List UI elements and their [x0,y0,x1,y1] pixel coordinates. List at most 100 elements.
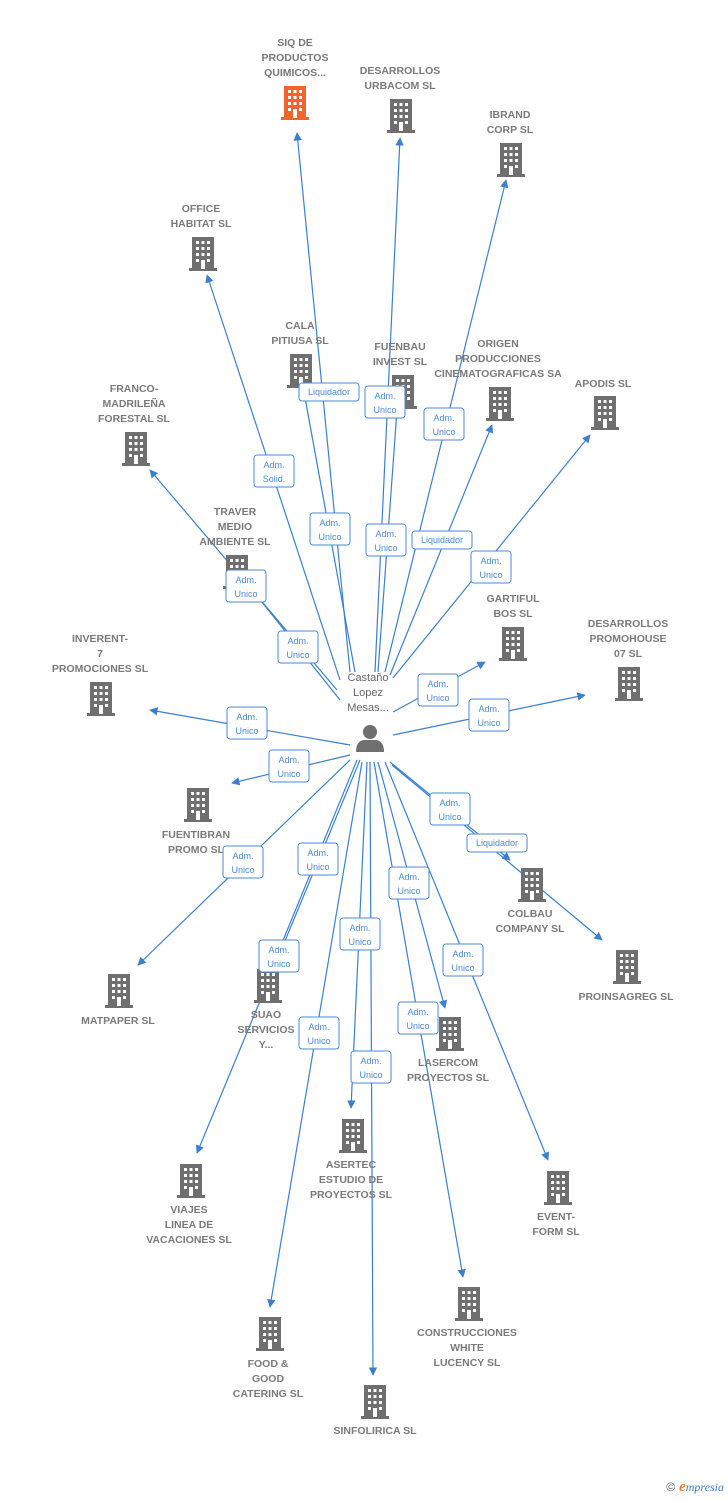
copyright-symbol: © [666,1480,676,1494]
role-box [466,833,528,853]
building-icon [87,682,115,716]
role-text-line: Unico [286,650,309,660]
role-text: Liquidador [476,838,518,848]
role-text: Adm. Unico [234,575,257,599]
role-label-viajes: Adm.Unico [297,842,339,876]
role-box [350,1050,392,1084]
role-box [298,1016,340,1050]
brand-initial: e [679,1479,686,1495]
company-label-line: LINEA DE [165,1219,214,1231]
role-label-ibrand: Adm.Unico [423,407,465,441]
company-label-line: VACACIONES SL [146,1234,232,1246]
role-text-line: Unico [234,589,257,599]
building-icon [361,1385,389,1419]
building-icon [436,1017,464,1051]
building-icon [615,667,643,701]
company-label-line: SINFOLIRICA SL [333,1425,417,1437]
role-text-line: Adm. [235,575,256,585]
role-text-line: Unico [406,1021,429,1031]
company-label-line: INVEST SL [373,356,428,368]
building-icon [497,143,525,177]
focus-building-icon [281,86,309,120]
role-text: Adm.Unico [267,945,290,969]
role-text-line: Unico [373,405,396,415]
role-box [470,550,512,584]
company-label-line: SUAO [251,1009,281,1021]
company-node-event-form[interactable]: EVENT-FORM SL [532,1171,580,1238]
role-text-line: Adm. [427,679,448,689]
building-icon [122,432,150,466]
role-text-line: Unico [348,937,371,947]
role-text: Adm.Unico [286,636,309,660]
company-label-line: LUCENCY SL [434,1357,501,1369]
role-box [277,630,319,664]
company-label-line: PROINSAGREG SL [578,991,674,1003]
company-node-sinfolirica[interactable]: SINFOLIRICA SL [333,1385,417,1437]
company-node-apodis[interactable]: APODIS SL [575,378,632,430]
company-node-proinsagreg[interactable]: PROINSAGREG SL [578,950,674,1003]
company-label-line: INVERENT- [72,633,129,645]
company-label: MATPAPER SL [81,1015,155,1027]
company-label-line: PITIUSA SL [271,335,329,347]
role-text-line: Adm. [439,798,460,808]
role-label-matpaper: Adm.Unico [222,845,264,879]
building-icon [499,627,527,661]
company-node-matpaper[interactable]: MATPAPER SL [81,974,155,1027]
brand-name: mpresia [685,1480,724,1494]
role-text: Adm.Unico [397,872,420,896]
role-box [297,842,339,876]
role-text-line: Adm. [452,949,473,959]
role-box [222,845,264,879]
building-icon [177,1164,205,1198]
company-label-line: PROYECTOS SL [310,1189,393,1201]
role-text-line: Adm. [263,460,284,470]
role-text: Liquidador [308,387,350,397]
role-text-line: Unico [267,959,290,969]
company-label-line: GARTIFUL [486,593,540,605]
company-label-line: ORIGEN [477,338,518,350]
role-label-proinsagreg: Liquidador [466,833,528,853]
role-text: Adm.Unico [406,1007,429,1031]
role-text-line: Adm. [307,848,328,858]
company-label-line: DESARROLLOS [588,618,669,630]
role-text-line: Unico [438,812,461,822]
role-box [397,1001,439,1035]
building-icon [455,1287,483,1321]
edge-siq [293,132,351,673]
role-text-line: Adm. [374,391,395,401]
role-text: Adm. Unico [438,798,461,822]
role-text-line: Unico [432,427,455,437]
person-label-line: Castaño [348,672,389,684]
person-icon [356,725,384,752]
